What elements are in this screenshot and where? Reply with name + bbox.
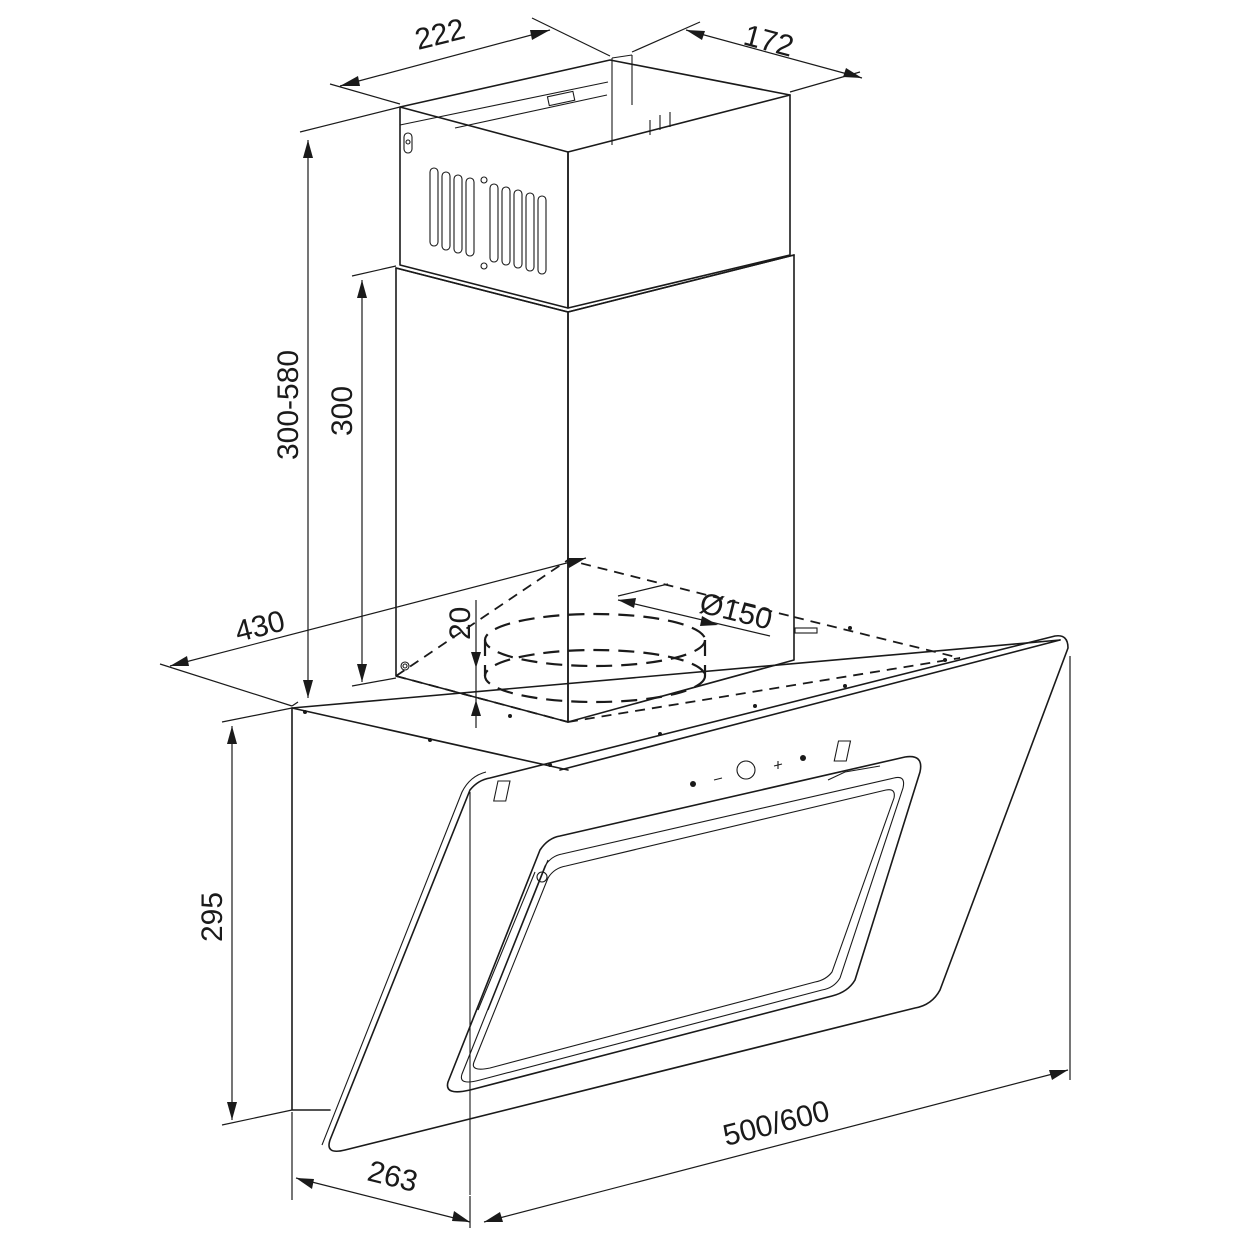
label-263: 263 <box>364 1155 421 1199</box>
upper-chimney <box>399 54 791 309</box>
label-diameter-150: Ø150 <box>696 587 775 637</box>
label-222: 222 <box>412 13 469 57</box>
fan-icon <box>736 760 756 780</box>
speed-up-dot-icon <box>800 755 806 761</box>
minus-icon <box>713 777 723 781</box>
label-500-600: 500/600 <box>720 1095 833 1153</box>
power-icon <box>493 780 511 802</box>
control-panel <box>493 740 852 802</box>
label-20: 20 <box>444 607 477 640</box>
hood-body <box>291 634 1069 1195</box>
vent-slots <box>429 167 547 275</box>
speed-down-dot-icon <box>690 781 696 787</box>
label-430: 430 <box>232 605 289 649</box>
glass-window <box>446 755 922 1093</box>
dimension-lines <box>159 17 1071 1228</box>
label-300: 300 <box>326 386 359 436</box>
label-295: 295 <box>196 892 229 942</box>
lower-chimney <box>395 254 795 723</box>
label-300-580: 300-580 <box>272 350 305 460</box>
label-172: 172 <box>740 19 797 64</box>
light-icon <box>833 740 852 762</box>
